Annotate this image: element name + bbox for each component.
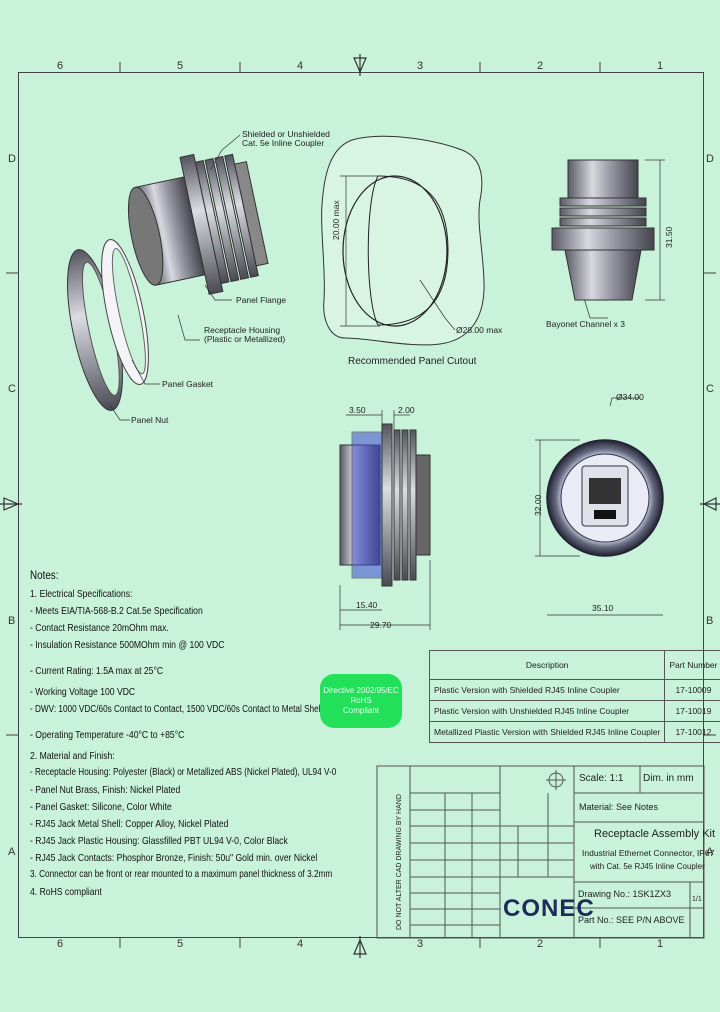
scale-label: Scale: 1:1	[579, 773, 624, 784]
material-label: Material: See Notes	[579, 802, 659, 812]
zone-top-3: 3	[417, 60, 424, 72]
row-description: Plastic Version with Unshielded RJ45 Inl…	[428, 700, 666, 722]
note-line: - RJ45 Jack Plastic Housing: Glassfilled…	[30, 835, 288, 847]
note-line: - Operating Temperature -40°C to +85°C	[30, 729, 185, 741]
dim-unit-label: Dim. in mm	[643, 773, 694, 784]
zone-left-B: B	[8, 615, 16, 627]
zone-top-1: 1	[657, 60, 664, 72]
drawing-frame	[18, 72, 704, 938]
conec-logo: CONEC	[503, 895, 595, 922]
row-part-number: 17-10012	[664, 721, 720, 743]
zone-bottom-3: 3	[417, 938, 424, 950]
callout-panel-flange: Panel Flange	[236, 295, 287, 305]
drawing-number: Drawing No.: 1SK1ZX3	[578, 889, 672, 899]
note-line: - Panel Nut Brass, Finish: Nickel Plated	[30, 784, 181, 796]
zone-right-D: D	[706, 153, 714, 165]
callout-coupler: Shielded or Unshielded Cat. 5e Inline Co…	[242, 129, 330, 149]
dim-side: 31.50	[664, 226, 674, 248]
dim-2-00: 2.00	[398, 405, 415, 415]
row-part-number: 17-10019	[664, 700, 720, 722]
dim-32-00: 32.00	[533, 494, 543, 516]
notes-title: Notes:	[30, 568, 59, 582]
dim-15-40: 15.40	[356, 600, 378, 610]
rohs-line1: Directive 2002/95/EC	[323, 686, 399, 695]
note-line: - RJ45 Jack Metal Shell: Copper Alloy, N…	[30, 818, 229, 830]
zone-right-B: B	[706, 615, 714, 627]
note-line: - Working Voltage 100 VDC	[30, 686, 136, 698]
table-row: Metallized Plastic Version with Shielded…	[428, 721, 720, 743]
note-line: 4. RoHS compliant	[30, 886, 102, 898]
callout-bayonet: Bayonet Channel x 3	[546, 319, 625, 329]
note-line: - Contact Resistance 20mOhm max.	[30, 622, 169, 634]
parts-header-row: Description Part Number	[428, 650, 720, 680]
zone-left-D: D	[8, 153, 16, 165]
dim-3-50: 3.50	[349, 405, 366, 415]
dim-34-00: Ø34.00	[616, 392, 644, 402]
dim-29-70: 29.70	[370, 620, 392, 630]
row-description: Plastic Version with Shielded RJ45 Inlin…	[428, 679, 666, 701]
cutout-height: 20.00 max	[331, 200, 341, 240]
zone-top-4: 4	[297, 60, 304, 72]
part-number-label: Part No.: SEE P/N ABOVE	[578, 915, 685, 925]
zone-bottom-5: 5	[177, 938, 184, 950]
note-line: - DWV: 1000 VDC/60s Contact to Contact, …	[30, 704, 323, 715]
zone-bottom-6: 6	[57, 938, 64, 950]
title-line-2: Industrial Ethernet Connector, IP67	[582, 848, 715, 858]
dim-35-10: 35.10	[592, 603, 614, 613]
zone-top-6: 6	[57, 60, 64, 72]
header-part-number: Part Number	[664, 650, 720, 680]
note-line: - Insulation Resistance 500MOhm min @ 10…	[30, 639, 225, 651]
callout-housing: Receptacle Housing (Plastic or Metallize…	[204, 325, 286, 345]
rohs-line2: RoHS	[350, 696, 372, 705]
zone-left-C: C	[8, 383, 16, 395]
note-line: 1. Electrical Specifications:	[30, 588, 133, 600]
note-line: - Receptacle Housing: Polyester (Black) …	[30, 767, 337, 778]
note-line: - RJ45 Jack Contacts: Phosphor Bronze, F…	[30, 852, 318, 864]
table-row: Plastic Version with Shielded RJ45 Inlin…	[428, 679, 720, 701]
note-line: - Panel Gasket: Silicone, Color White	[30, 801, 172, 813]
zone-bottom-4: 4	[297, 938, 304, 950]
zone-bottom-2: 2	[537, 938, 544, 950]
rohs-line3: Compliant	[342, 706, 379, 715]
parts-table: Description Part Number Plastic Version …	[428, 650, 720, 743]
cutout-radius: Ø28.00 max	[456, 325, 503, 335]
row-description: Metallized Plastic Version with Shielded…	[428, 721, 666, 743]
note-line: 3. Connector can be front or rear mounte…	[30, 869, 333, 880]
title-line-3: with Cat. 5e RJ45 Inline Coupler	[590, 862, 705, 871]
zone-left-A: A	[8, 846, 16, 858]
zone-bottom-1: 1	[657, 938, 664, 950]
zone-top-2: 2	[537, 60, 544, 72]
row-part-number: 17-10009	[664, 679, 720, 701]
note-line: - Meets EIA/TIA-568-B.2 Cat.5e Specifica…	[30, 605, 203, 617]
zone-right-A: A	[706, 846, 714, 858]
note-line: - Current Rating: 1.5A max at 25°C	[30, 665, 164, 677]
zone-right-C: C	[706, 383, 714, 395]
note-line: 2. Material and Finish:	[30, 750, 115, 762]
zone-top-5: 5	[177, 60, 184, 72]
callout-panel-gasket: Panel Gasket	[162, 379, 214, 389]
callout-panel-nut: Panel Nut	[131, 415, 169, 425]
side-warning: DO NOT ALTER CAD DRAWING BY HAND	[396, 794, 403, 930]
table-row: Plastic Version with Unshielded RJ45 Inl…	[428, 700, 720, 722]
cutout-title: Recommended Panel Cutout	[348, 356, 477, 367]
rohs-badge: Directive 2002/95/EC RoHS Compliant	[320, 674, 402, 728]
title-line-1: Receptacle Assembly Kit	[594, 828, 716, 840]
sheet-number: 1/1	[692, 896, 702, 903]
header-description: Description	[428, 650, 666, 680]
